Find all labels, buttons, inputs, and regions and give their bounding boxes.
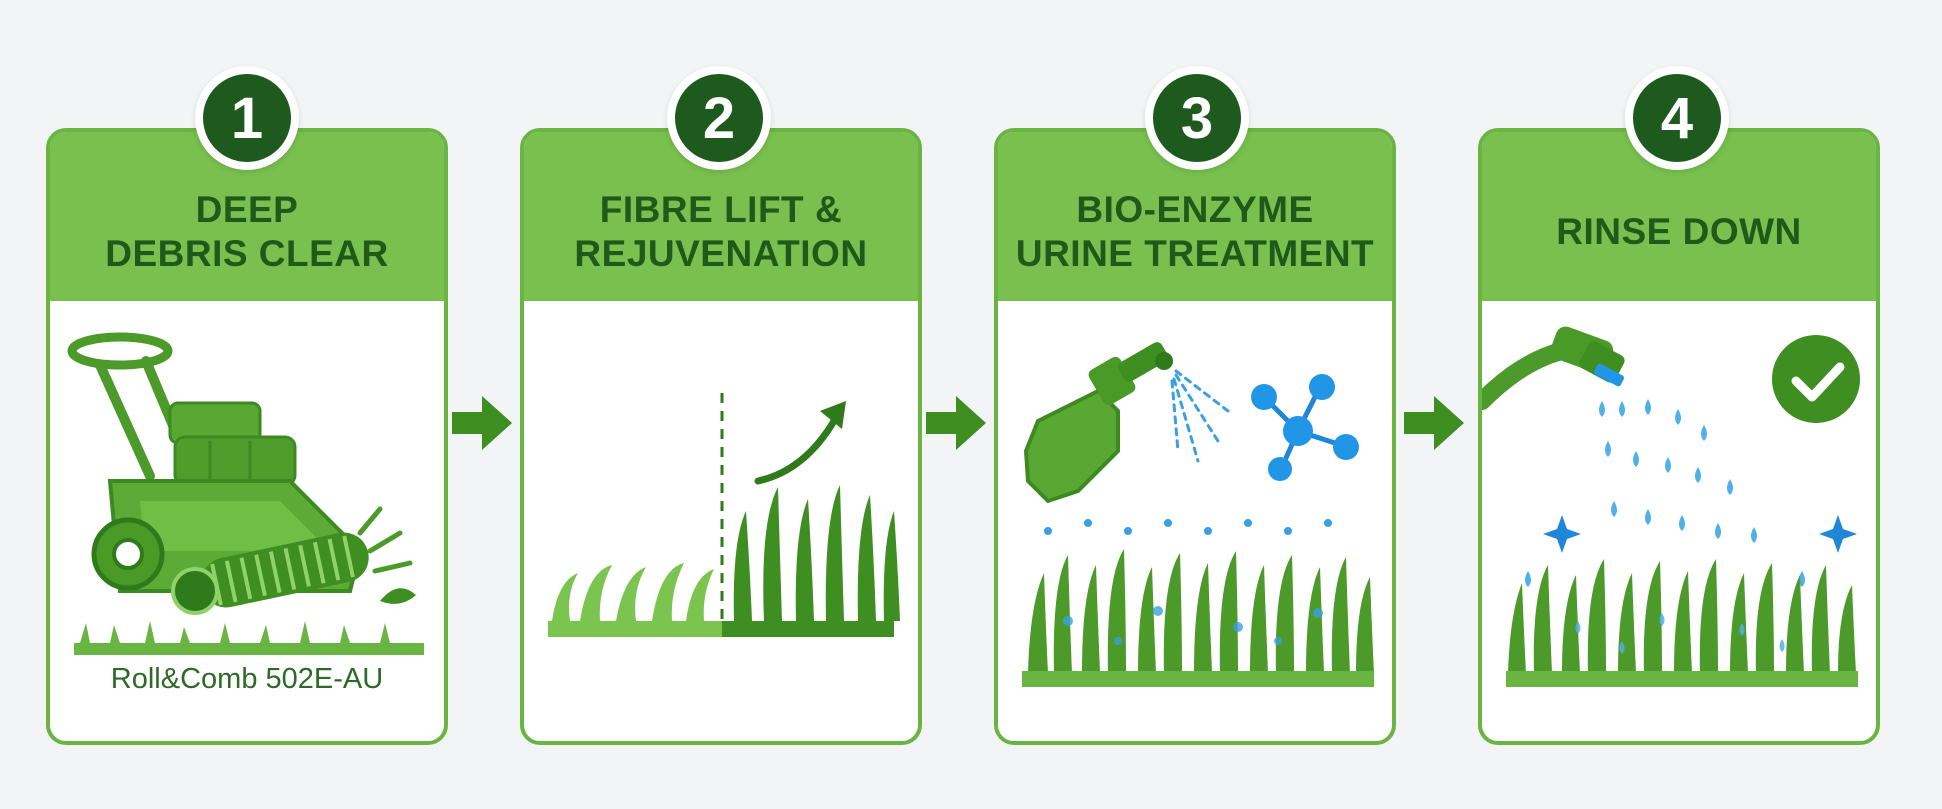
step-number-badge-4: 4 bbox=[1625, 66, 1729, 170]
step-number-badge-2: 2 bbox=[667, 66, 771, 170]
step-card-4: RINSE DOWN bbox=[1478, 128, 1880, 745]
step-title-4: RINSE DOWN bbox=[1556, 210, 1802, 252]
enzyme-spray-icon bbox=[1022, 342, 1374, 687]
lawn-sweeper-machine-icon bbox=[67, 332, 424, 655]
flow-arrow-icon-2 bbox=[926, 396, 986, 450]
grass-lift-icon bbox=[548, 393, 900, 637]
step-title-2: FIBRE LIFT & REJUVENATION bbox=[574, 188, 868, 274]
hose-rinse-icon bbox=[1482, 326, 1860, 687]
step-card-2: FIBRE LIFT & REJUVENATION bbox=[520, 128, 922, 745]
step-number-badge-3: 3 bbox=[1145, 66, 1249, 170]
step-body-1: Roll&Comb 502E-AU bbox=[50, 301, 444, 741]
step-title-3: BIO-ENZYME URINE TREATMENT bbox=[1015, 188, 1375, 274]
step-title-1: DEEP DEBRIS CLEAR bbox=[105, 188, 389, 274]
step-body-4 bbox=[1482, 301, 1876, 741]
step-number-badge-1: 1 bbox=[195, 66, 299, 170]
step-body-2 bbox=[524, 301, 918, 741]
step-card-3: BIO-ENZYME URINE TREATMENT bbox=[994, 128, 1396, 745]
step-caption-1: Roll&Comb 502E-AU bbox=[110, 663, 384, 695]
flow-arrow-icon-1 bbox=[452, 396, 512, 450]
step-card-1: DEEP DEBRIS CLEAR bbox=[46, 128, 448, 745]
flow-arrow-icon-3 bbox=[1404, 396, 1464, 450]
step-body-3 bbox=[998, 301, 1392, 741]
